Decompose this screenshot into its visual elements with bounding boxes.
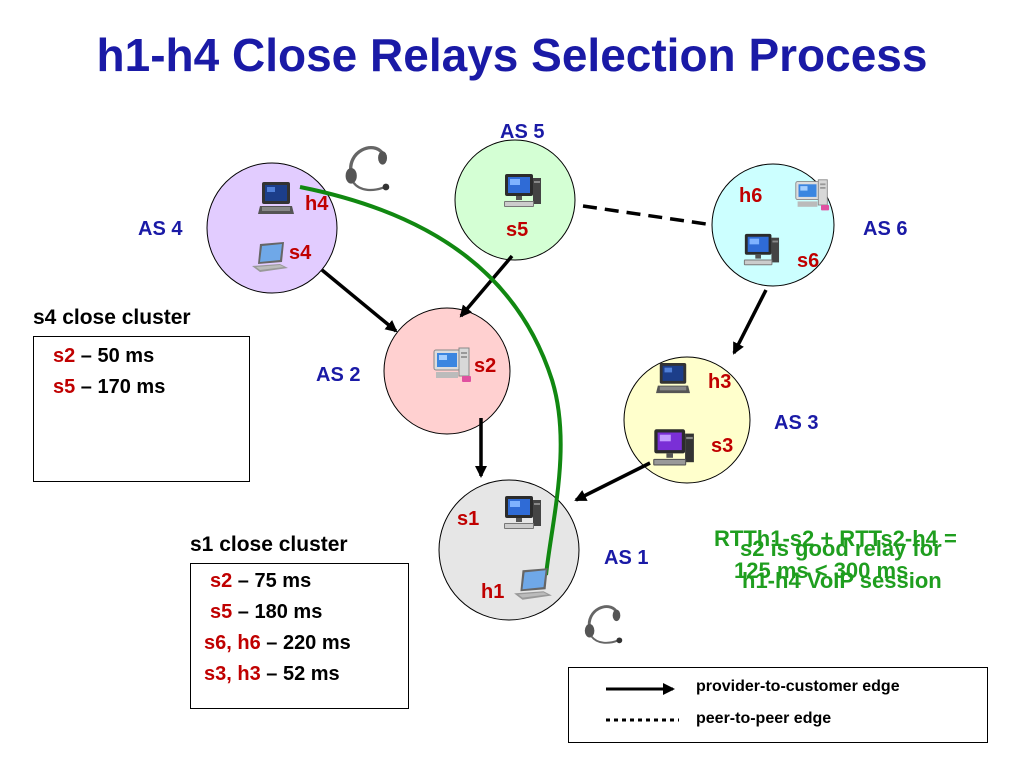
desktop-computer-icon [653, 429, 694, 466]
cluster-row: s5 – 170 ms [53, 376, 166, 398]
s1-cluster-box: s2 – 75 ms s5 – 180 ms s6, h6 – 220 ms s… [190, 563, 409, 709]
legend-provider-customer: provider-to-customer edge [696, 678, 900, 695]
legend: provider-to-customer edge peer-to-peer e… [568, 667, 988, 743]
edge-as6-as3 [732, 289, 768, 355]
server-tower-icon [433, 347, 472, 383]
node-label-h6: h6 [739, 185, 762, 207]
as4-circle [206, 162, 338, 294]
edge-as5-as2 [459, 254, 514, 318]
as6-label: AS 6 [863, 218, 907, 240]
legend-peer-peer: peer-to-peer edge [696, 710, 832, 727]
s4-cluster-title: s4 close cluster [33, 306, 191, 329]
edge-as3-as1 [574, 461, 651, 502]
node-label-s1: s1 [457, 508, 479, 530]
desktop-computer-icon [743, 233, 780, 266]
headset-icon [343, 145, 391, 193]
relay-note-line1: s2 is good relay for [740, 536, 942, 561]
node-label-s2: s2 [474, 355, 496, 377]
as5-circle [454, 139, 576, 261]
desktop-computer-icon [504, 496, 541, 529]
relay-note-line2: h1-h4 VoIP session [742, 568, 942, 593]
as2-label: AS 2 [316, 364, 360, 386]
node-label-s5: s5 [506, 219, 528, 241]
headset-icon [583, 605, 624, 645]
desktop-computer-icon [258, 182, 294, 214]
server-tower-icon [795, 179, 830, 211]
as4-label: AS 4 [138, 218, 183, 240]
desktop-computer-icon [504, 174, 541, 207]
edge-as4-as2 [320, 268, 398, 333]
voip-path [299, 185, 563, 576]
edge-as5-as6-peer [582, 204, 714, 227]
node-label-h3: h3 [708, 371, 731, 393]
s4-cluster-box: s2 – 50 ms s5 – 170 ms [33, 336, 250, 482]
page-title: h1-h4 Close Relays Selection Process [96, 29, 928, 81]
cluster-row: s2 – 50 ms [53, 345, 155, 367]
as2-circle [383, 307, 511, 435]
node-label-s6: s6 [797, 250, 819, 272]
node-label-s4: s4 [289, 242, 312, 264]
cluster-row: s5 – 180 ms [210, 601, 323, 623]
rtt-note-line2: 125 ms < 300 ms [734, 558, 909, 583]
s1-cluster-title: s1 close cluster [190, 533, 348, 556]
rtt-note-line1: RTTh1-s2 + RTTs2-h4 = [714, 526, 957, 551]
legend-swatches [606, 683, 679, 722]
cluster-row: s2 – 75 ms [210, 570, 312, 592]
node-label-h4: h4 [305, 193, 329, 215]
as3-label: AS 3 [774, 412, 818, 434]
as5-label: AS 5 [500, 121, 544, 143]
node-label-h1: h1 [481, 581, 504, 603]
cluster-row: s3, h3 – 52 ms [204, 663, 340, 685]
desktop-computer-icon [656, 362, 690, 394]
node-label-s3: s3 [711, 435, 733, 457]
cluster-row: s6, h6 – 220 ms [204, 632, 351, 654]
as1-label: AS 1 [604, 547, 648, 569]
